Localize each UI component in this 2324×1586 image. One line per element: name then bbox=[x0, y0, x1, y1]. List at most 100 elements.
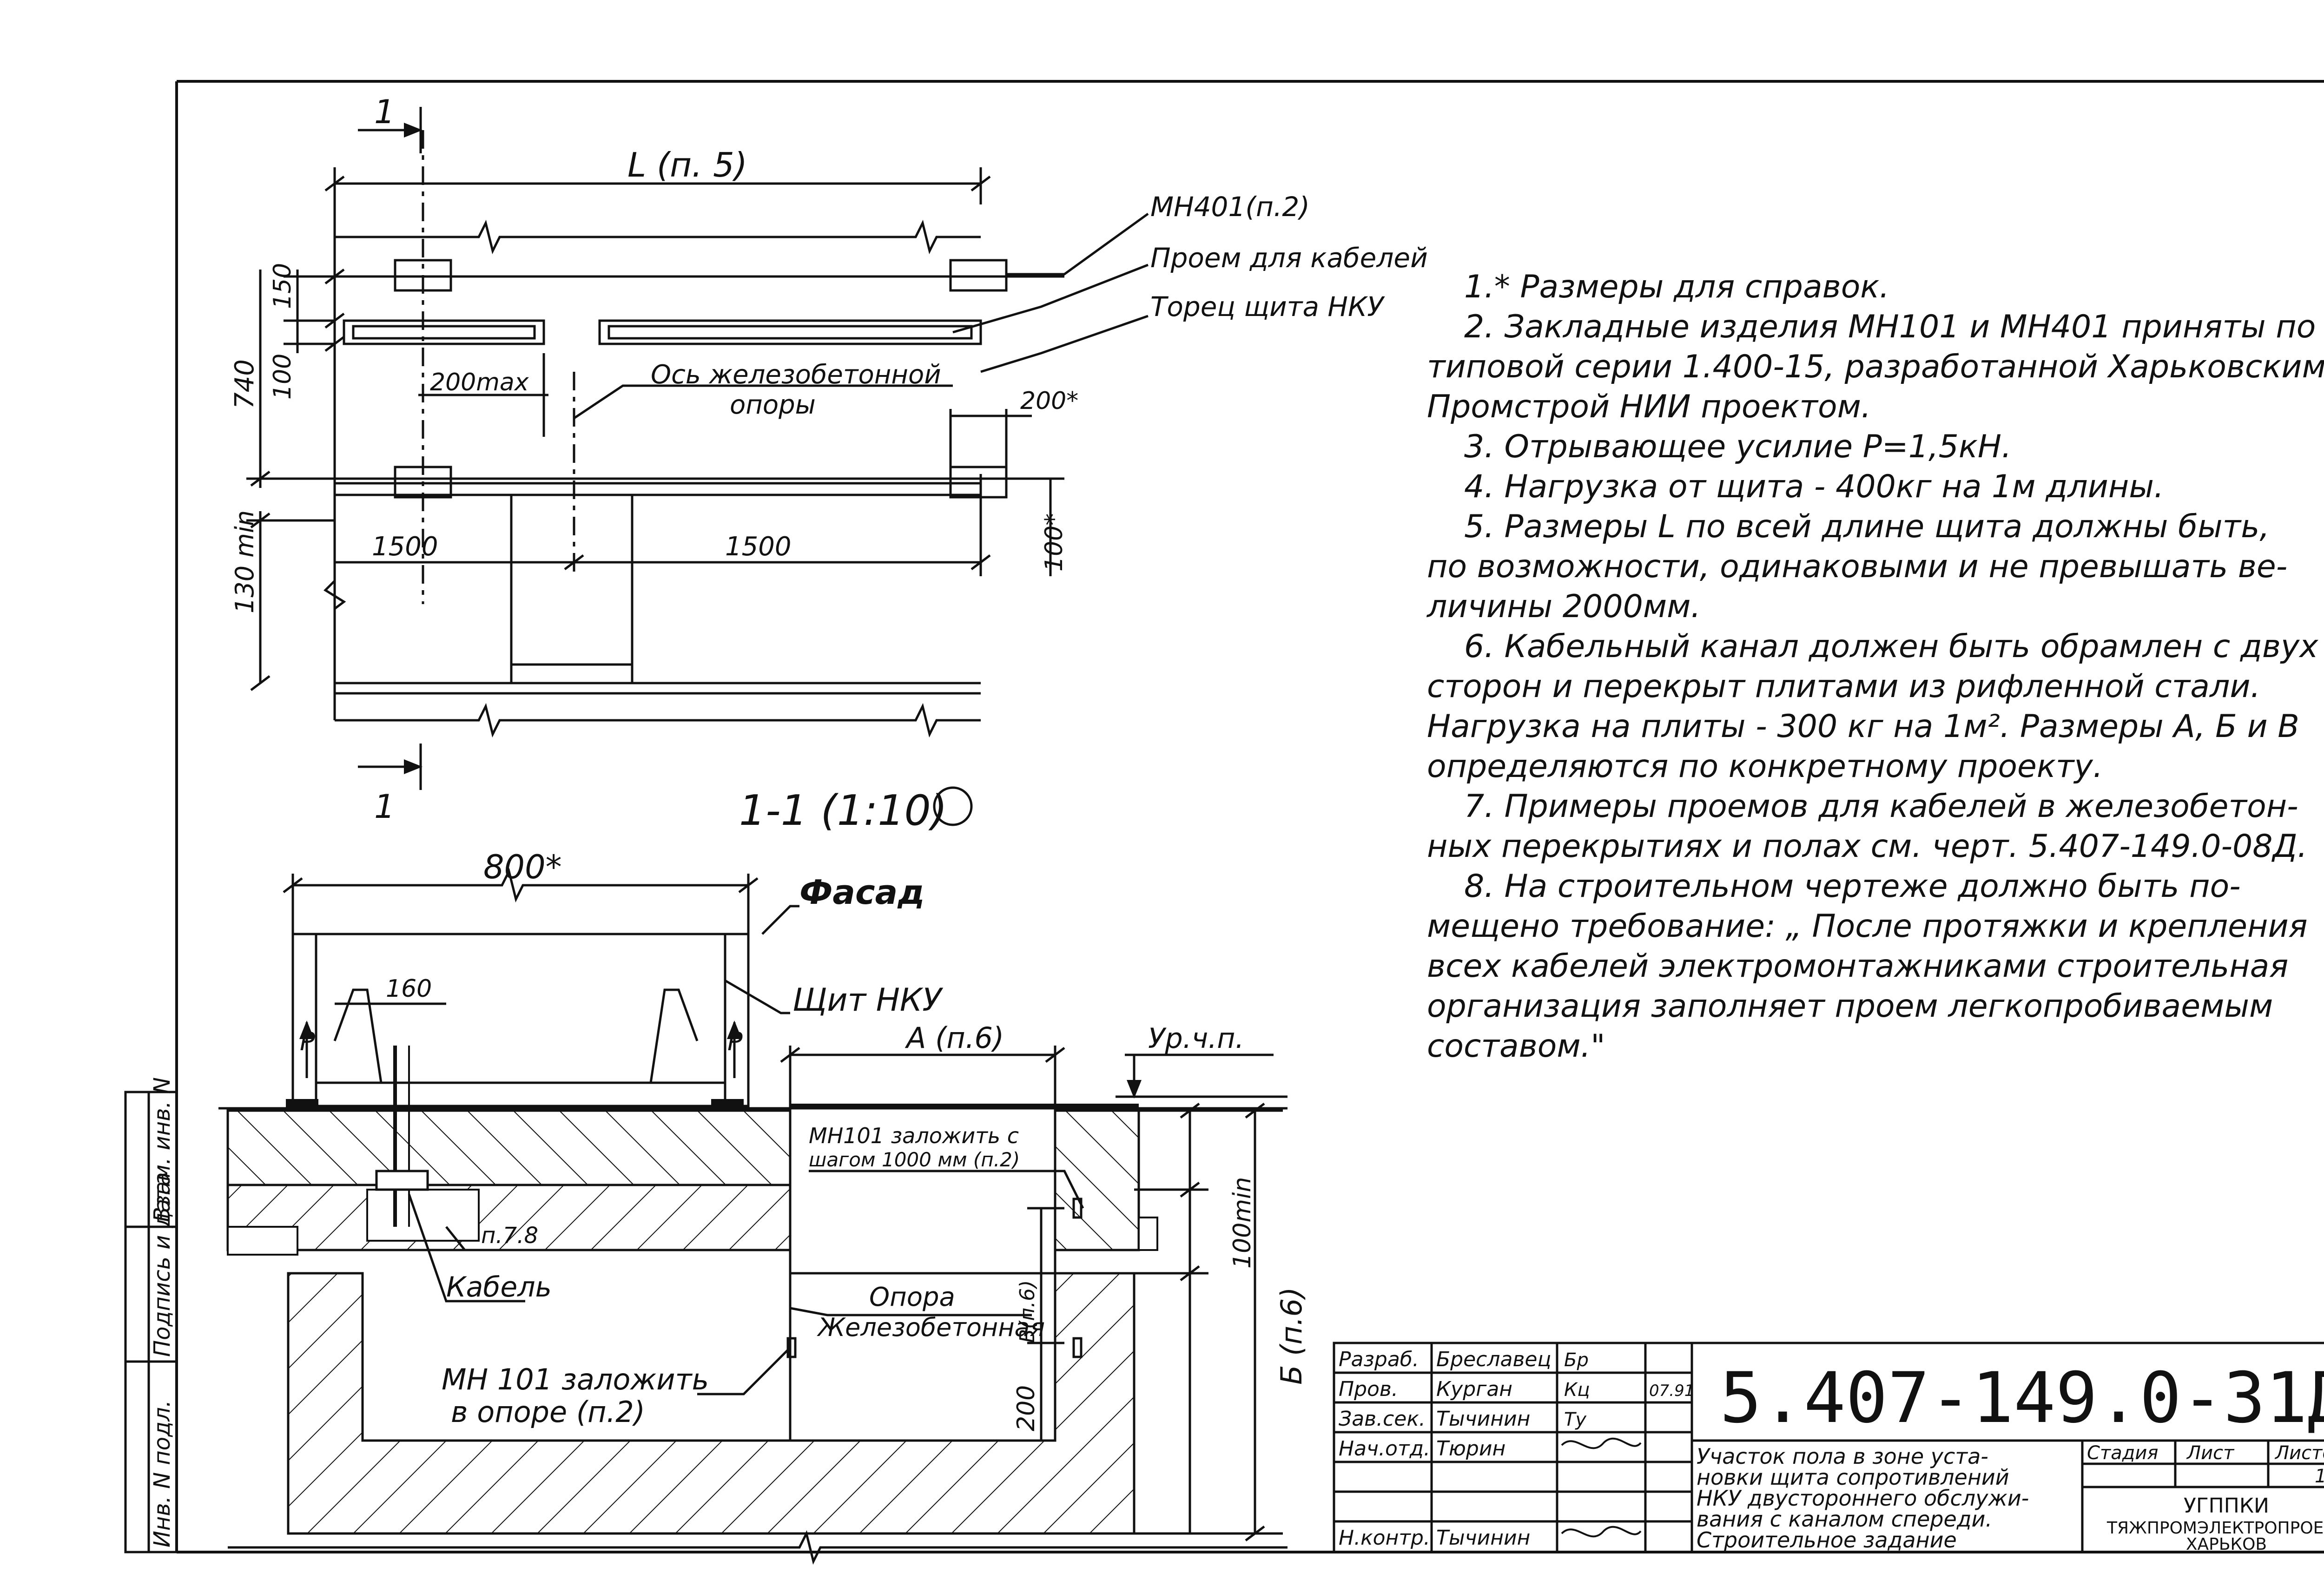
org-name-line-2: ТЯЖПРОМЭЛЕКТРОПРОЕКТ bbox=[2106, 1519, 2324, 1538]
title-role: Разраб. bbox=[1339, 1348, 1419, 1371]
title-sheets-value: 1 bbox=[2315, 1466, 2324, 1487]
note-line: 6. Кабельный канал должен быть обрамлен … bbox=[1464, 628, 2318, 665]
plan-axis-label-line-2: опоры bbox=[730, 390, 816, 420]
plan-callout-end: Торец щита НКУ bbox=[1150, 291, 1385, 322]
section-mn101-note-line-1: МН101 заложить с bbox=[809, 1123, 1019, 1148]
note-line: мещено требование: „ После протяжки и кр… bbox=[1427, 908, 2308, 945]
title-person: Курган bbox=[1436, 1377, 1512, 1401]
title-sheets-header: Листов bbox=[2274, 1442, 2324, 1464]
plan-callout-mn401: МН401(п.2) bbox=[1150, 191, 1310, 223]
note-line: Нагрузка на плиты - 300 кг на 1м². Разме… bbox=[1427, 708, 2299, 745]
note-line: 1.* Размеры для справок. bbox=[1464, 269, 1889, 305]
note-line: 4. Нагрузка от щита - 400кг на 1м длины. bbox=[1464, 468, 2164, 505]
title-stage-header: Стадия bbox=[2087, 1442, 2158, 1464]
plan-callout-opening: Проем для кабелей bbox=[1150, 242, 1428, 274]
section-dim-100min: 100min bbox=[1228, 1177, 1256, 1269]
title-desc-line-3: НКУ двустороннего обслужи- bbox=[1697, 1486, 2029, 1511]
title-desc-line-4: вания с каналом спереди. bbox=[1697, 1507, 1992, 1532]
section-mn101-support-line-2: в опоре (п.2) bbox=[451, 1395, 645, 1429]
note-line: типовой серии 1.400-15, разработанной Ха… bbox=[1427, 349, 2324, 385]
title-row-1: Пров. Курган Кц 07.91 bbox=[1339, 1377, 1694, 1401]
note-line: сторон и перекрыт плитами из рифленной с… bbox=[1427, 668, 2261, 705]
note-line: организация заполняет проем легкопробива… bbox=[1427, 988, 2273, 1025]
section-title: 1-1 (1:10) bbox=[739, 786, 947, 835]
plan-dim-130min: 130 min bbox=[230, 510, 259, 613]
section-dim-A: А (п.6) bbox=[905, 1021, 1004, 1055]
signature-mark bbox=[1561, 1437, 1642, 1449]
title-person: Тюрин bbox=[1436, 1437, 1505, 1461]
title-row-3: Нач.отд. Тюрин bbox=[1339, 1437, 1505, 1461]
section-dim-B: Б (п.6) bbox=[1274, 1287, 1308, 1385]
section-dim-200: 200 bbox=[1012, 1385, 1040, 1431]
side-stamp-date: Подпись и дата bbox=[149, 1172, 175, 1357]
title-signature: Бр bbox=[1564, 1349, 1589, 1371]
section-force-p-right: P bbox=[727, 1027, 743, 1056]
note-line: 2. Закладные изделия МН101 и МН401 приня… bbox=[1464, 309, 2316, 345]
org-name-line-3: ХАРЬКОВ bbox=[2186, 1535, 2267, 1554]
section-dim-V: В(п.6) bbox=[1016, 1280, 1039, 1343]
title-person: Тычинин bbox=[1436, 1407, 1530, 1431]
org-name-line-1: УГППКИ bbox=[2184, 1494, 2269, 1518]
title-sheet-header: Лист bbox=[2186, 1442, 2235, 1464]
note-line: личины 2000мм. bbox=[1427, 588, 1701, 625]
plan-dim-200star: 200* bbox=[1020, 387, 1078, 415]
section-cable-label: Кабель bbox=[446, 1271, 552, 1303]
note-line: ных перекрытиях и полах см. черт. 5.407-… bbox=[1427, 828, 2308, 865]
slab-mid-left bbox=[226, 1184, 792, 1251]
title-signature: Ту bbox=[1564, 1409, 1587, 1430]
note-line: Промстрой НИИ проектом. bbox=[1427, 388, 1871, 425]
section-item-p78: п.7.8 bbox=[481, 1223, 538, 1249]
title-desc-line-2: новки щита сопротивлений bbox=[1697, 1465, 2009, 1490]
plan-dim-1500-left: 1500 bbox=[372, 532, 438, 562]
note-line: 3. Отрывающее усилие Р=1,5кН. bbox=[1464, 428, 2012, 465]
plan-view: 1 1 L (п. 5) МН401(п.2) Проем для кабеле… bbox=[230, 93, 1428, 826]
side-stamp: Взам. инв. N Подпись и дата Инв. N подл. bbox=[124, 1077, 178, 1553]
section-dim-160: 160 bbox=[386, 975, 432, 1003]
plan-dim-100star: 100* bbox=[1040, 513, 1068, 572]
side-stamp-inv: Инв. N подл. bbox=[149, 1400, 175, 1547]
plan-axis-label-line-1: Ось железобетонной bbox=[651, 360, 941, 390]
title-block: Разраб. Бреславец Бр Пров. Курган Кц 07.… bbox=[1333, 1342, 2324, 1554]
plan-dim-100: 100 bbox=[269, 354, 297, 400]
title-role: Пров. bbox=[1339, 1377, 1398, 1401]
note-line: 7. Примеры проемов для кабелей в железоб… bbox=[1464, 788, 2298, 825]
section-support-line-1: Опора bbox=[869, 1282, 955, 1312]
plan-section-mark-top: 1 bbox=[374, 93, 395, 131]
drawing-code: 5.407-149.0-31Д bbox=[1720, 1358, 2324, 1439]
title-role: Зав.сек. bbox=[1339, 1407, 1426, 1431]
title-row-6: Н.контр. Тычинин bbox=[1339, 1526, 1530, 1550]
title-role: Н.контр. bbox=[1339, 1526, 1430, 1550]
note-line: определяются по конкретному проекту. bbox=[1427, 748, 2103, 785]
section-view: 1-1 (1:10) 800* Фасад Щит НКУ 160 P P А … bbox=[218, 786, 1308, 1565]
note-line: по возможности, одинаковыми и не превыша… bbox=[1427, 548, 2288, 585]
title-signature: Кц bbox=[1564, 1379, 1590, 1401]
plan-dim-150: 150 bbox=[269, 263, 297, 309]
signature-mark bbox=[1561, 1526, 1642, 1538]
section-mn101-note-line-2: шагом 1000 мм (п.2) bbox=[809, 1148, 1020, 1171]
slab-top-left bbox=[226, 1109, 792, 1186]
section-panel-label: Щит НКУ bbox=[792, 982, 944, 1019]
plan-dim-L: L (п. 5) bbox=[627, 145, 747, 184]
plan-dim-740: 740 bbox=[230, 359, 260, 409]
note-line: составом." bbox=[1427, 1028, 1605, 1065]
title-person: Бреславец bbox=[1436, 1348, 1551, 1371]
title-role: Нач.отд. bbox=[1339, 1437, 1430, 1461]
plan-section-mark-bottom: 1 bbox=[374, 788, 395, 826]
note-line: 5. Размеры L по всей длине щита должны б… bbox=[1464, 508, 2270, 545]
side-stamp-vzam: Взам. инв. N bbox=[149, 1077, 175, 1222]
title-row-0: Разраб. Бреславец Бр bbox=[1339, 1348, 1589, 1371]
note-line: всех кабелей электромонтажниками строите… bbox=[1427, 948, 2289, 985]
slab-right bbox=[1054, 1109, 1140, 1251]
title-desc-line-1: Участок пола в зоне уста- bbox=[1697, 1444, 1988, 1469]
section-facade-label: Фасад bbox=[799, 873, 924, 912]
section-dim-800: 800* bbox=[483, 848, 562, 886]
plan-dim-1500-right: 1500 bbox=[725, 532, 792, 562]
plan-dim-200max: 200max bbox=[430, 369, 529, 396]
section-support-line-2: Железобетонная bbox=[817, 1313, 1045, 1342]
title-date: 07.91 bbox=[1649, 1382, 1694, 1400]
section-mn101-support-line-1: МН 101 заложить bbox=[442, 1362, 709, 1396]
section-floor-level: Ур.ч.п. bbox=[1148, 1022, 1244, 1055]
title-row-2: Зав.сек. Тычинин Ту bbox=[1339, 1407, 1587, 1431]
note-line: 8. На строительном чертеже должно быть п… bbox=[1464, 868, 2241, 905]
general-notes: 1.* Размеры для справок. 2. Закладные из… bbox=[1427, 267, 2324, 1066]
